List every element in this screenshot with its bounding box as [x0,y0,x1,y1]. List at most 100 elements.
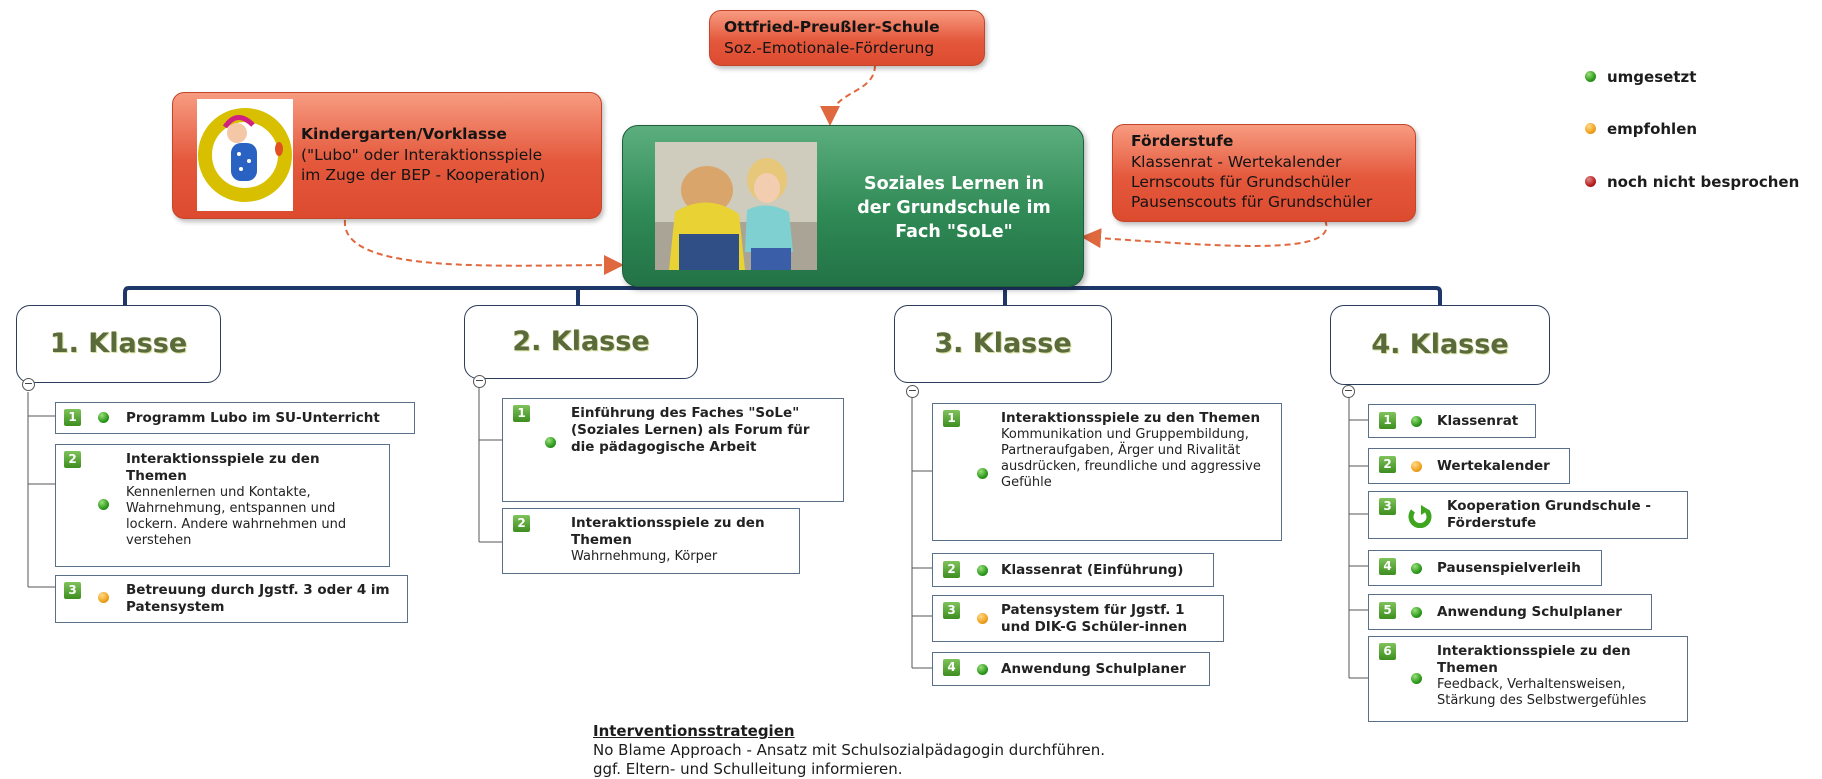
k1-item-3-title: Betreuung durch Jgstf. 3 oder 4 im Paten… [126,582,390,615]
central-title-line2: der Grundschule im [857,198,1051,218]
foerderstufe-line2: Klassenrat - Wertekalender [1131,153,1342,171]
status-green-dot [545,437,556,448]
k3-item-1-title: Interaktionsspiele zu den Themen [1001,410,1261,426]
k4-item-4[interactable]: 4 Pausenspielverleih [1368,550,1602,586]
k2-item-1[interactable]: 1 Einführung des Faches "SoLe" (Soziales… [502,398,844,502]
k4-item-6-text: Feedback, Verhaltensweisen, Stärkung des… [1437,677,1647,708]
arrow-left [343,219,624,276]
legend-orange-label: empfohlen [1607,120,1698,138]
arrow-top [820,64,876,126]
k1-item-1[interactable]: 1 Programm Lubo im SU-Unterricht [55,402,415,434]
foerderstufe-box: Förderstufe Klassenrat - Wertekalender L… [1112,124,1416,222]
k1-item-3[interactable]: 3 Betreuung durch Jgstf. 3 oder 4 im Pat… [55,575,408,623]
status-orange-dot [1411,461,1422,472]
status-green-dot [98,412,109,423]
k4-item-2[interactable]: 2 Wertekalender [1368,448,1570,484]
k2-item-1-number: 1 [513,405,530,422]
k4-item-5[interactable]: 5 Anwendung Schulplaner [1368,594,1652,630]
cycle-icon [1407,502,1433,529]
status-orange-dot [98,592,109,603]
arrow-right [1081,219,1328,249]
school-box: Ottfried-Preußler-Schule Soz.-Emotionale… [709,10,985,66]
status-green-dot [1411,563,1422,574]
klasse-2-title: 2. Klasse [512,326,650,357]
status-green-dot [98,499,109,510]
k3-item-3-title: Patensystem für Jgstf. 1 und DIK-G Schül… [1001,602,1188,635]
status-green-dot [977,664,988,675]
k2-item-2-title: Interaktionsspiele zu den Themen [571,515,765,548]
kindergarten-box: Kindergarten/Vorklasse ("Lubo" oder Inte… [172,92,602,219]
school-subtitle: Soz.-Emotionale-Förderung [724,39,935,57]
kindergarten-illustration [197,99,293,211]
k4-item-3[interactable]: 3 Kooperation Grundschule - Förderstufe [1368,491,1688,539]
klasse-1-collapse-toggle[interactable]: − [22,377,35,391]
k1-item-1-title: Programm Lubo im SU-Unterricht [126,410,380,426]
klasse-1-title: 1. Klasse [49,328,188,359]
k4-item-6-number: 6 [1379,643,1396,660]
legend-green-label: umgesetzt [1607,68,1697,86]
k4-item-6-title: Interaktionsspiele zu den Themen [1437,643,1631,676]
klasse-2-header[interactable]: 2. Klasse [464,305,698,379]
klasse-3-header[interactable]: 3. Klasse [894,305,1112,383]
k3-item-3[interactable]: 3 Patensystem für Jgstf. 1 und DIK-G Sch… [932,595,1224,642]
k3-item-2-title: Klassenrat (Einführung) [1001,562,1184,578]
k4-item-1[interactable]: 1 Klassenrat [1368,404,1536,438]
legend-red-dot [1585,176,1596,187]
k4-item-1-title: Klassenrat [1437,413,1519,429]
k3-item-1-text: Kommunikation und Gruppembildung, Partne… [1001,427,1261,490]
kindergarten-title: Kindergarten/Vorklasse [301,125,507,143]
legend: umgesetzt empfohlen noch nicht besproche… [1585,68,1820,198]
intervention-line1: No Blame Approach - Ansatz mit Schulsozi… [593,741,1106,759]
status-green-dot [977,565,988,576]
kindergarten-line2: ("Lubo" oder Interaktionsspiele [301,146,543,164]
k4-item-3-number: 3 [1379,498,1396,515]
klasse-2-collapse-toggle[interactable]: − [473,374,486,388]
klasse-3-title: 3. Klasse [934,328,1072,359]
k1-item-2-number: 2 [64,451,81,468]
k2-item-1-title: Einführung des Faches "SoLe" (Soziales L… [571,405,810,455]
foerderstufe-line4: Pausenscouts für Grundschüler [1131,193,1373,211]
k1-item-2-title: Interaktionsspiele zu den Themen [126,451,320,484]
legend-red-label: noch nicht besprochen [1607,173,1800,191]
legend-green-dot [1585,71,1596,82]
kindergarten-line3: im Zuge der BEP - Kooperation) [301,166,546,184]
k4-item-2-number: 2 [1379,456,1396,473]
central-topic-box: Soziales Lernen in der Grundschule im Fa… [622,125,1084,287]
foerderstufe-title: Förderstufe [1131,132,1234,150]
status-green-dot [1411,607,1422,618]
klasse-1-header[interactable]: 1. Klasse [16,305,221,383]
k3-item-3-number: 3 [943,602,960,619]
klasse-4-collapse-toggle[interactable]: − [1342,384,1355,398]
klasse-3-collapse-toggle[interactable]: − [906,384,919,398]
k4-item-2-title: Wertekalender [1437,458,1550,474]
k3-item-4[interactable]: 4 Anwendung Schulplaner [932,652,1210,686]
k3-item-2-number: 2 [943,561,960,578]
k4-item-4-title: Pausenspielverleih [1437,560,1581,576]
k3-item-1-number: 1 [943,410,960,427]
k2-item-2-text: Wahrnehmung, Körper [571,549,718,564]
k1-item-2-text: Kennenlernen und Kontakte, Wahrnehmung, … [126,485,347,548]
intervention-title: Interventionsstrategien [593,722,795,740]
k4-item-3-title: Kooperation Grundschule - Förderstufe [1447,498,1651,531]
klasse-4-title: 4. Klasse [1371,329,1509,360]
k2-item-2-number: 2 [513,515,530,532]
foerderstufe-line3: Lernscouts für Grundschüler [1131,173,1351,191]
status-orange-dot [977,613,988,624]
k4-item-4-number: 4 [1379,558,1396,575]
k4-item-5-title: Anwendung Schulplaner [1437,604,1622,620]
k3-item-2[interactable]: 2 Klassenrat (Einführung) [932,553,1214,587]
klasse-4-header[interactable]: 4. Klasse [1330,305,1550,385]
k4-item-5-number: 5 [1379,602,1396,619]
central-title-line1: Soziales Lernen in [864,174,1044,194]
intervention-block: Interventionsstrategien No Blame Approac… [593,722,1293,779]
k3-item-4-title: Anwendung Schulplaner [1001,661,1186,677]
status-green-dot [1411,673,1422,684]
school-name: Ottfried-Preußler-Schule [724,18,940,36]
k1-item-3-number: 3 [64,582,81,599]
status-green-dot [1411,416,1422,427]
central-title-line3: Fach "SoLe" [895,222,1013,242]
